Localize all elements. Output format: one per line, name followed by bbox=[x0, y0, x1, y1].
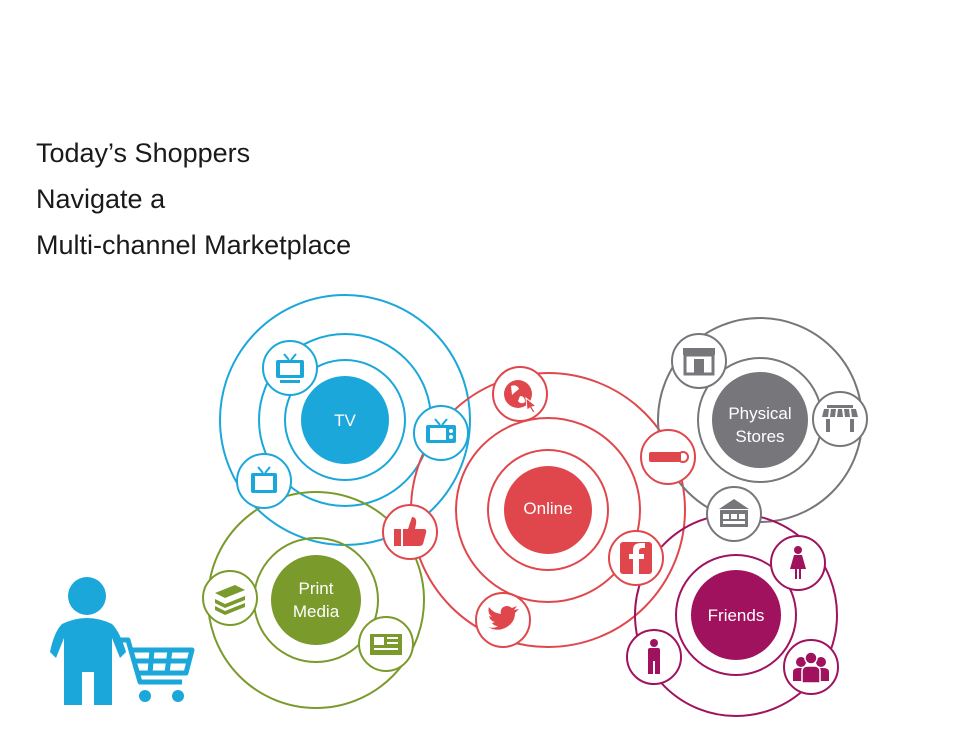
tv-icon bbox=[236, 453, 292, 509]
stores-core bbox=[712, 372, 808, 468]
title-line-1: Today’s Shoppers bbox=[36, 138, 251, 168]
friends-label: Friends bbox=[708, 606, 765, 625]
online-channel bbox=[410, 372, 686, 648]
online-middle-ring bbox=[455, 417, 641, 603]
banner-icon bbox=[640, 429, 696, 485]
woman-icon bbox=[770, 535, 826, 591]
facebook-icon bbox=[608, 530, 664, 586]
storefront-icon bbox=[671, 333, 727, 389]
storefront-icon bbox=[706, 486, 762, 542]
print-label-line-1: Print bbox=[299, 579, 334, 598]
stores-label-line-2: Stores bbox=[735, 427, 784, 446]
title-line-2: Navigate a bbox=[36, 184, 166, 214]
online-label: Online bbox=[523, 499, 572, 518]
shopping-cart-icon bbox=[115, 637, 195, 702]
newspaper-icon bbox=[358, 616, 414, 672]
book-stack-icon bbox=[202, 570, 258, 626]
tv-label: TV bbox=[334, 411, 356, 430]
group-icon bbox=[783, 639, 839, 695]
man-icon bbox=[626, 629, 682, 685]
title-line-3: Multi-channel Marketplace bbox=[36, 230, 352, 260]
print-label-line-2: Media bbox=[293, 602, 340, 621]
friends-inner-ring bbox=[675, 554, 797, 676]
tv-inner-ring bbox=[284, 359, 406, 481]
tv-icon bbox=[413, 405, 469, 461]
friends-channel bbox=[634, 513, 838, 717]
twitter-icon bbox=[475, 592, 531, 648]
stores-label-line-1: Physical bbox=[728, 404, 791, 423]
page-title: Today’s Shoppers Navigate a Multi-channe… bbox=[36, 130, 351, 268]
online-inner-ring bbox=[487, 449, 609, 571]
online-core bbox=[504, 466, 592, 554]
print-core bbox=[271, 555, 361, 645]
thumbs-up-icon bbox=[382, 504, 438, 560]
shopper-icon bbox=[50, 577, 126, 705]
tv-icon bbox=[262, 340, 318, 396]
tv-core bbox=[301, 376, 389, 464]
friends-core bbox=[691, 570, 781, 660]
awning-store-icon bbox=[812, 391, 868, 447]
globe-cursor-icon bbox=[492, 366, 548, 422]
